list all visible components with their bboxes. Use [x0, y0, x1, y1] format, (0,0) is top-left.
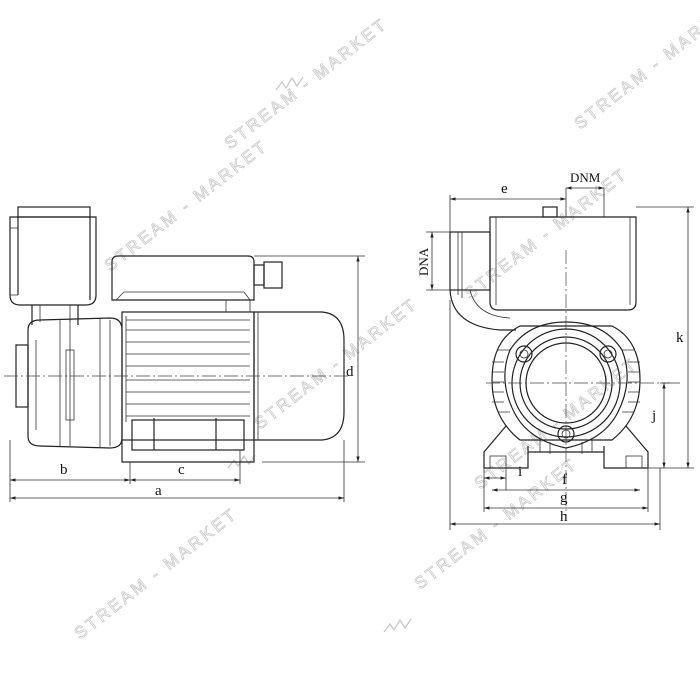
- dimension-label-d: d: [346, 364, 354, 380]
- dimension-a: a: [10, 440, 345, 502]
- dimension-e: e: [449, 181, 566, 232]
- watermark-text: STREAM - MARKET: [101, 136, 272, 275]
- dimension-label-i: i: [518, 464, 522, 480]
- top-box: [9, 206, 97, 306]
- dimension-g: g: [483, 468, 649, 512]
- dimension-label-f: f: [562, 472, 567, 488]
- pump-housing: [27, 317, 123, 449]
- side-view: d b c a: [4, 206, 365, 502]
- dimension-label-c: c: [178, 462, 185, 478]
- motor-terminal-box: [111, 255, 283, 313]
- dimension-dnm: DNM: [566, 170, 604, 190]
- dimension-b: b: [9, 440, 131, 502]
- watermark-text: STREAM - MARKET: [461, 164, 632, 303]
- front-outlet: [449, 231, 516, 331]
- dimension-i: i: [483, 464, 522, 490]
- watermark-text: STREAM - MARKET: [251, 294, 422, 433]
- watermark-text: STREAM - MARKET: [221, 14, 392, 153]
- dimension-label-b: b: [60, 462, 68, 478]
- watermark-group: STREAM - MARKET STREAM - MARKET STREAM -…: [70, 0, 700, 644]
- dimension-h: h: [449, 300, 661, 530]
- dimension-label-j: j: [651, 408, 656, 424]
- dimension-label-dna: DNA: [416, 247, 431, 276]
- dimension-dna: DNA: [416, 231, 450, 291]
- watermark-text: STREAM - MARKET: [571, 0, 700, 133]
- dimension-j: j: [651, 382, 680, 468]
- dimension-c: c: [130, 450, 241, 484]
- dimension-d: d: [254, 255, 365, 463]
- watermark-logo-icon: [383, 618, 412, 633]
- dimension-label-a: a: [155, 483, 162, 499]
- dimension-label-k: k: [676, 330, 684, 346]
- dimension-k: k: [636, 206, 694, 469]
- dimension-f: f: [492, 472, 640, 492]
- dimension-label-dnm: DNM: [570, 170, 601, 185]
- dimension-label-h: h: [560, 509, 568, 525]
- dimension-label-e: e: [501, 181, 508, 197]
- pump-neck: [31, 305, 79, 325]
- front-terminal-box: [489, 188, 637, 311]
- watermark-text: STREAM - MARKET: [71, 504, 242, 643]
- motor-body: [121, 311, 255, 463]
- front-view: e DNM DNA k j i: [416, 170, 694, 530]
- watermark-logo-icon: [275, 76, 304, 91]
- fan-cover: [253, 311, 345, 441]
- dimension-label-g: g: [560, 490, 568, 506]
